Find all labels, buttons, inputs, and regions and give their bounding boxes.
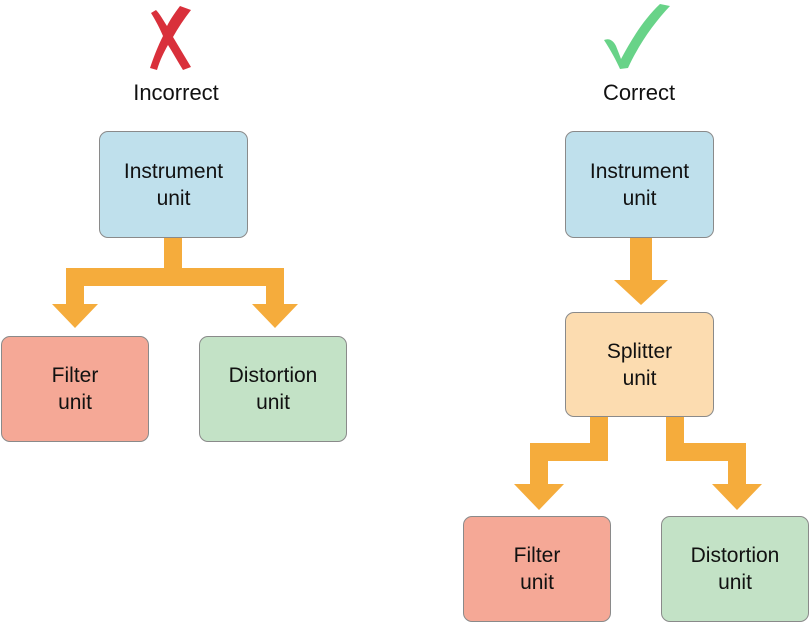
incorrect-filter-unit-box: Filter unit <box>1 336 149 442</box>
incorrect-caption: Incorrect <box>133 80 219 105</box>
correct-caption: Correct <box>602 80 676 105</box>
correct-filter-unit-box: Filter unit <box>463 516 611 622</box>
correct-instrument-to-splitter-arrow <box>614 237 668 305</box>
correct-instrument-unit-box: Instrument unit <box>565 131 714 238</box>
box-label-line2: unit <box>622 366 657 390</box>
box-label-line2: unit <box>622 186 657 210</box>
correct-splitter-unit-box: Splitter unit <box>565 312 714 417</box>
box-label-line2: unit <box>156 186 191 210</box>
box-label-line2: unit <box>718 571 752 594</box>
correct-splitter-to-filter-arrow <box>514 416 608 510</box>
incorrect-instrument-unit-box: Instrument unit <box>99 131 248 238</box>
correct-splitter-to-distortion-arrow <box>666 416 762 510</box>
incorrect-branch-arrow <box>52 237 298 328</box>
box-label-line2: unit <box>520 571 554 594</box>
box-label-line2: unit <box>58 391 92 414</box>
box-label-line2: unit <box>256 391 290 414</box>
box-label-line1: Instrument <box>123 159 224 183</box>
check-mark-icon <box>604 4 670 69</box>
box-label-line1: Distortion <box>690 544 780 567</box>
incorrect-distortion-unit-box: Distortion unit <box>199 336 347 442</box>
cross-mark-icon <box>150 6 191 70</box>
box-label-line1: Filter <box>513 544 561 567</box>
box-label-line1: Distortion <box>228 364 318 387</box>
box-label-line1: Splitter <box>606 339 673 363</box>
box-label-line1: Instrument <box>589 159 690 183</box>
correct-distortion-unit-box: Distortion unit <box>661 516 809 622</box>
box-label-line1: Filter <box>51 364 99 387</box>
